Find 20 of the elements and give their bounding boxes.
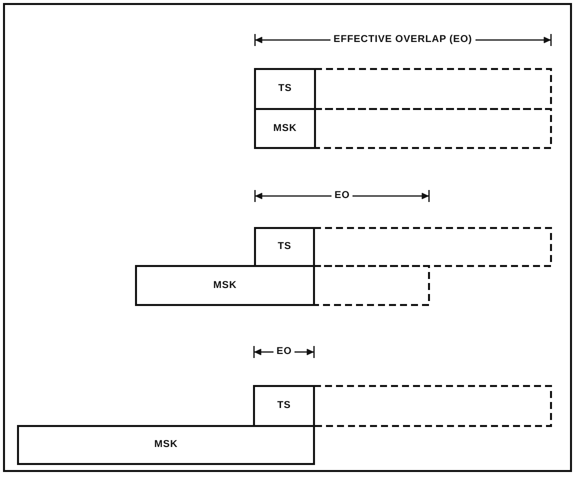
dimension-label: EFFECTIVE OVERLAP (EO) xyxy=(334,34,472,46)
box-label: TS xyxy=(278,241,292,253)
dimension-label: EO xyxy=(334,190,350,202)
solid-box xyxy=(254,108,316,149)
box-label: MSK xyxy=(154,439,178,451)
box-label: MSK xyxy=(273,122,297,134)
box-label: TS xyxy=(278,83,292,95)
dashed-box xyxy=(314,227,552,267)
dashed-box xyxy=(315,108,552,149)
solid-box xyxy=(254,227,315,267)
dashed-box xyxy=(314,265,430,306)
box-label: MSK xyxy=(213,280,237,292)
dashed-box xyxy=(314,385,552,427)
box-label: TS xyxy=(277,400,291,412)
dashed-box xyxy=(315,68,552,110)
solid-box xyxy=(254,68,316,110)
dimension-label: EO xyxy=(276,346,292,358)
solid-box xyxy=(17,425,315,465)
solid-box xyxy=(135,265,315,306)
solid-box xyxy=(253,385,315,427)
